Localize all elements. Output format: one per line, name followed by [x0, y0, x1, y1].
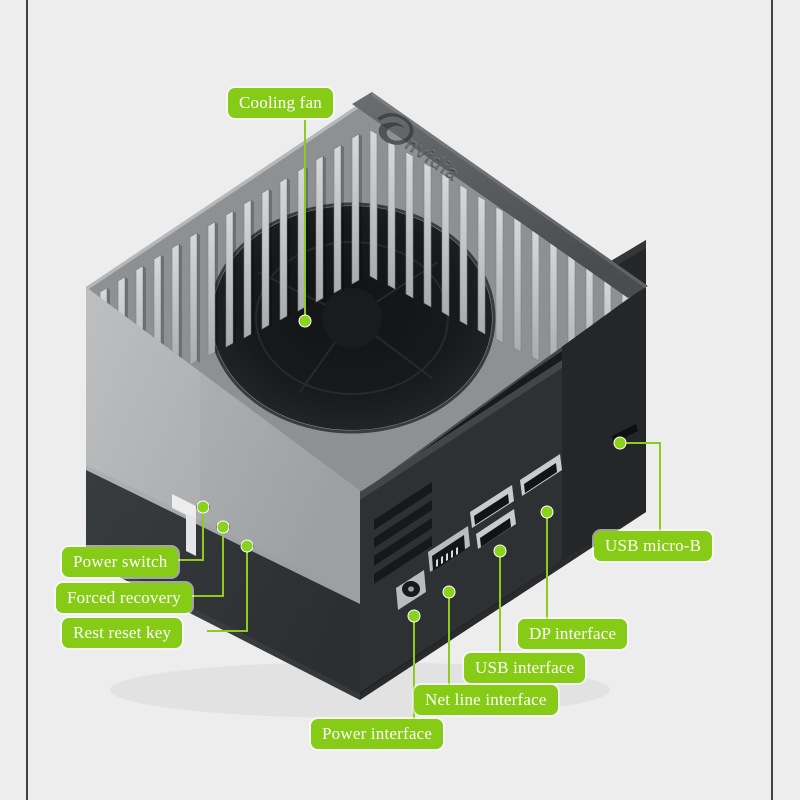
- callout-label-usb-micro-b[interactable]: USB micro-B: [594, 531, 713, 561]
- callout-label-forced-recovery[interactable]: Forced recovery: [56, 583, 192, 613]
- dot-cooling-fan: [298, 314, 312, 328]
- dot-rest-reset-key: [240, 539, 254, 553]
- callout-label-usb-interface[interactable]: USB interface: [464, 653, 586, 683]
- dot-dp-interface: [540, 505, 554, 519]
- left-border-rule: [26, 0, 28, 800]
- dot-power-switch: [196, 500, 210, 514]
- leader-usb-micro-b: [620, 442, 661, 543]
- dot-usb-micro-b: [613, 436, 627, 450]
- dot-forced-recovery: [216, 520, 230, 534]
- callout-label-power-switch[interactable]: Power switch: [62, 547, 179, 577]
- callout-label-power-interface[interactable]: Power interface: [311, 719, 444, 749]
- callout-label-rest-reset-key[interactable]: Rest reset key: [62, 618, 183, 648]
- callout-label-cooling-fan[interactable]: Cooling fan: [228, 88, 333, 118]
- leader-rest-reset-key: [207, 546, 248, 632]
- dot-power-interface: [407, 609, 421, 623]
- leader-forced-recovery: [186, 527, 224, 597]
- callout-label-net-line-interface[interactable]: Net line interface: [414, 685, 558, 715]
- right-border-rule: [771, 0, 773, 800]
- dot-net-line-interface: [442, 585, 456, 599]
- dot-usb-interface: [493, 544, 507, 558]
- leader-power-switch: [171, 507, 204, 561]
- callout-label-dp-interface[interactable]: DP interface: [518, 619, 628, 649]
